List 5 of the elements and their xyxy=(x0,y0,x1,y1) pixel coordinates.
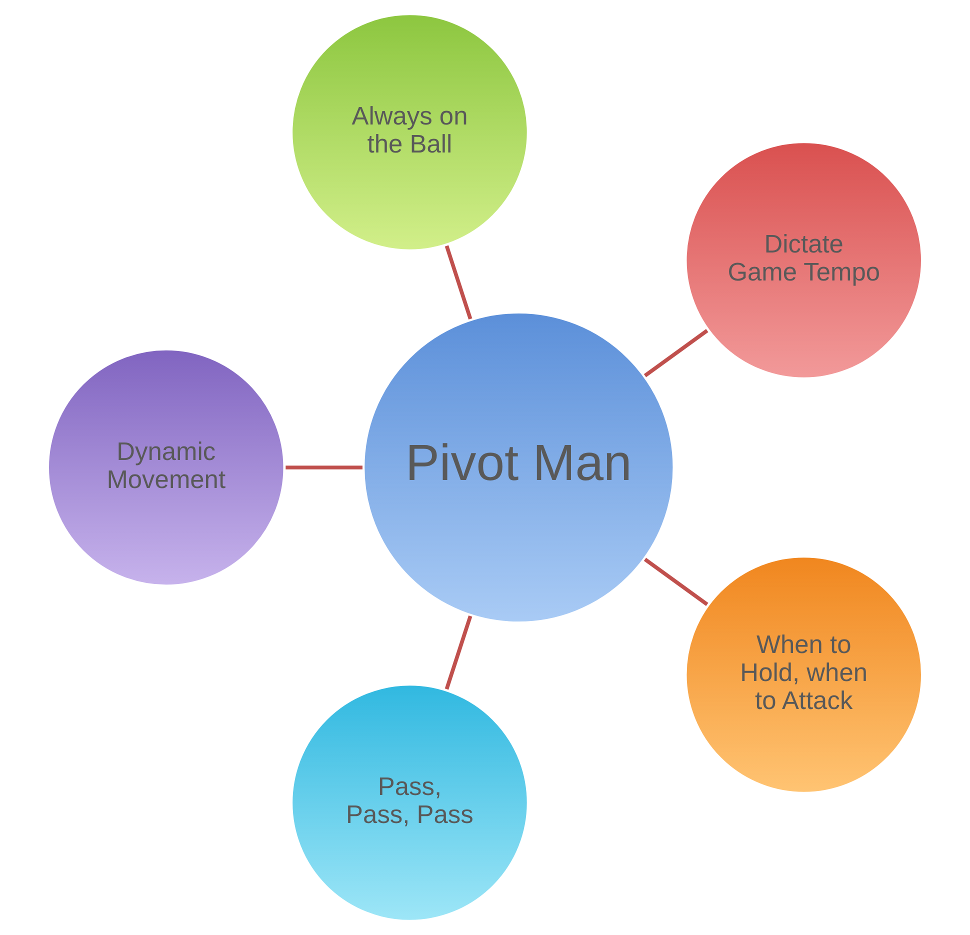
connector xyxy=(444,615,472,690)
connector xyxy=(644,328,708,378)
connector xyxy=(444,245,472,320)
connector xyxy=(644,558,708,606)
connector xyxy=(286,466,362,470)
